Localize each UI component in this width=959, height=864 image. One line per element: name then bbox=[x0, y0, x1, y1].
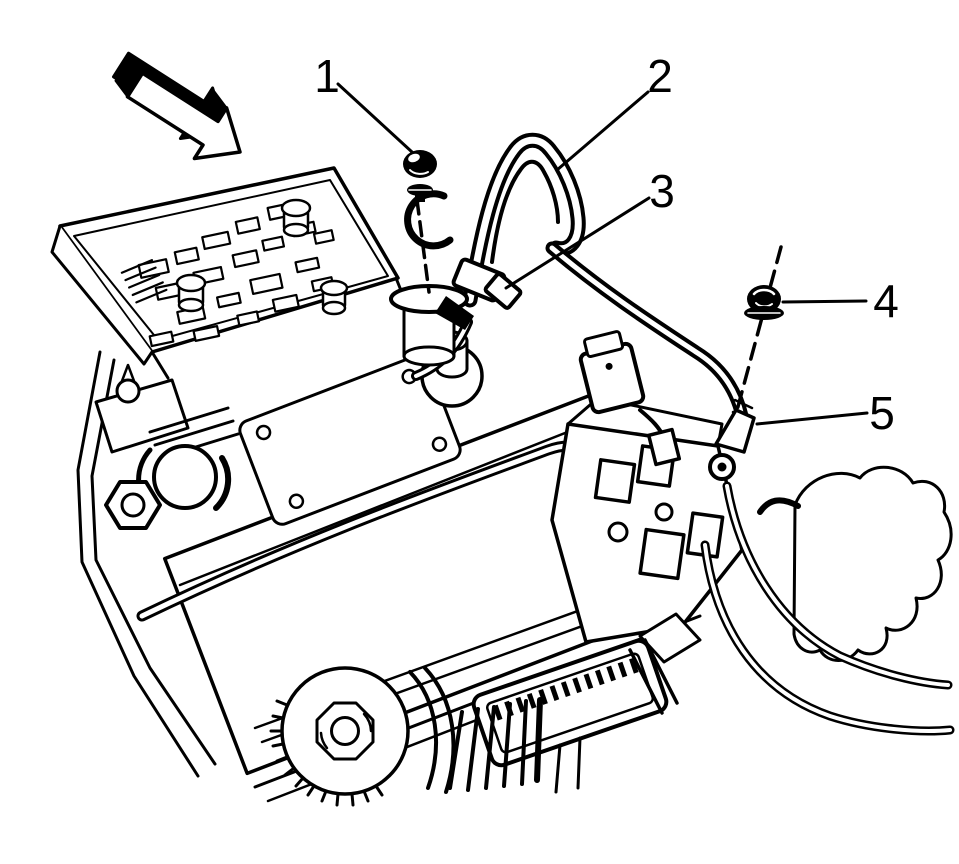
cable-bolt bbox=[403, 150, 437, 294]
leader-1 bbox=[336, 82, 414, 154]
callout-5: 5 bbox=[869, 387, 895, 439]
engine-boot bbox=[700, 465, 955, 736]
leader-4 bbox=[781, 299, 868, 304]
harness-bracket bbox=[714, 408, 756, 454]
leader-2 bbox=[555, 90, 650, 172]
relay-block bbox=[578, 330, 682, 467]
callout-1: 1 bbox=[314, 50, 340, 102]
tray-left-edge bbox=[76, 276, 414, 778]
leader-lines bbox=[336, 82, 869, 426]
fuse-block bbox=[50, 166, 400, 366]
cables bbox=[700, 481, 955, 736]
lower-components bbox=[269, 612, 702, 807]
battery-assembly bbox=[76, 276, 744, 803]
leader-3 bbox=[504, 196, 651, 290]
cooling-fins bbox=[448, 697, 582, 794]
leader-5 bbox=[755, 411, 869, 426]
knurling-teeth bbox=[269, 699, 384, 807]
battery-tray-bracket bbox=[550, 396, 744, 644]
callout-2: 2 bbox=[647, 50, 673, 102]
cable-clip bbox=[451, 257, 523, 310]
boss-and-clip bbox=[389, 190, 523, 367]
callout-3: 3 bbox=[649, 165, 675, 217]
bolt-axis-dashed bbox=[415, 198, 431, 294]
fuse-block-bolts bbox=[175, 198, 349, 316]
knurled-knob bbox=[269, 666, 456, 807]
connector-pins bbox=[492, 657, 639, 721]
battery-terminal-clamp bbox=[94, 363, 240, 530]
nut-axis-dashed bbox=[727, 245, 783, 442]
callout-labels: 1 2 3 4 5 bbox=[314, 50, 899, 439]
callout-4: 4 bbox=[873, 275, 899, 327]
harness-connector bbox=[448, 612, 702, 794]
nut-and-stud bbox=[708, 245, 784, 481]
view-direction-arrow-icon bbox=[112, 51, 242, 161]
cable-hook bbox=[404, 190, 454, 250]
